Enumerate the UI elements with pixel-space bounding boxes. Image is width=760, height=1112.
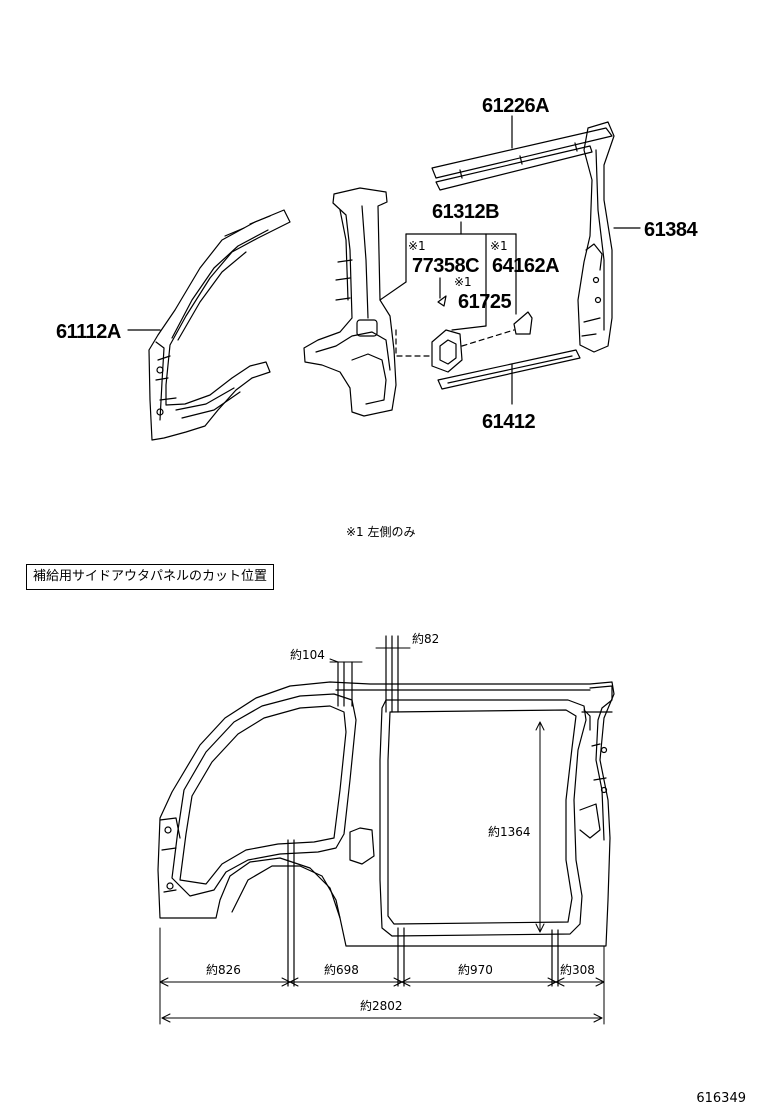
footnote-left-side-only: ※1 左側のみ xyxy=(346,524,416,539)
dimension-lines xyxy=(160,648,604,1024)
part-label-64162A: 64162A xyxy=(492,255,559,277)
roof-rail-part-drawing xyxy=(432,128,612,190)
dimension-label-104: 約104 xyxy=(290,647,325,662)
corner-piece-part-drawing xyxy=(514,312,532,334)
dimension-label-698: 約698 xyxy=(324,962,359,977)
mark-note-77358C: ※1 xyxy=(408,239,426,253)
diagram-reference-number: 616349 xyxy=(696,1091,746,1106)
front-pillar-part-drawing xyxy=(149,210,290,440)
part-label-61725: 61725 xyxy=(458,291,511,313)
mark-note-64162A: ※1 xyxy=(490,239,508,253)
rear-pillar-part-drawing xyxy=(578,122,614,352)
part-label-61384: 61384 xyxy=(644,219,698,241)
mark-note-61725: ※1 xyxy=(454,275,472,289)
dimension-label-82: 約82 xyxy=(412,631,439,646)
dimension-label-826: 約826 xyxy=(206,962,241,977)
part-label-61226A: 61226A xyxy=(482,95,549,117)
center-pillar-part-drawing xyxy=(304,188,396,416)
part-label-77358C: 77358C xyxy=(412,255,479,277)
part-label-61412: 61412 xyxy=(482,411,535,433)
cut-lines xyxy=(288,636,612,986)
fuel-lid-part-drawing xyxy=(432,330,462,372)
dimension-label-2802: 約2802 xyxy=(360,998,403,1013)
small-bracket-part-drawing xyxy=(438,296,446,306)
dimension-label-1364: 約1364 xyxy=(488,824,531,839)
dimension-label-308: 約308 xyxy=(560,962,595,977)
assembled-body-side-drawing xyxy=(158,682,614,946)
rocker-part-drawing xyxy=(438,350,580,389)
dimension-label-970: 約970 xyxy=(458,962,493,977)
cut-position-section-label: 補給用サイドアウタパネルのカット位置 xyxy=(26,564,275,590)
part-label-61112A: 61112A xyxy=(56,321,121,343)
leader-lines xyxy=(128,116,640,404)
part-label-61312B: 61312B xyxy=(432,201,499,223)
